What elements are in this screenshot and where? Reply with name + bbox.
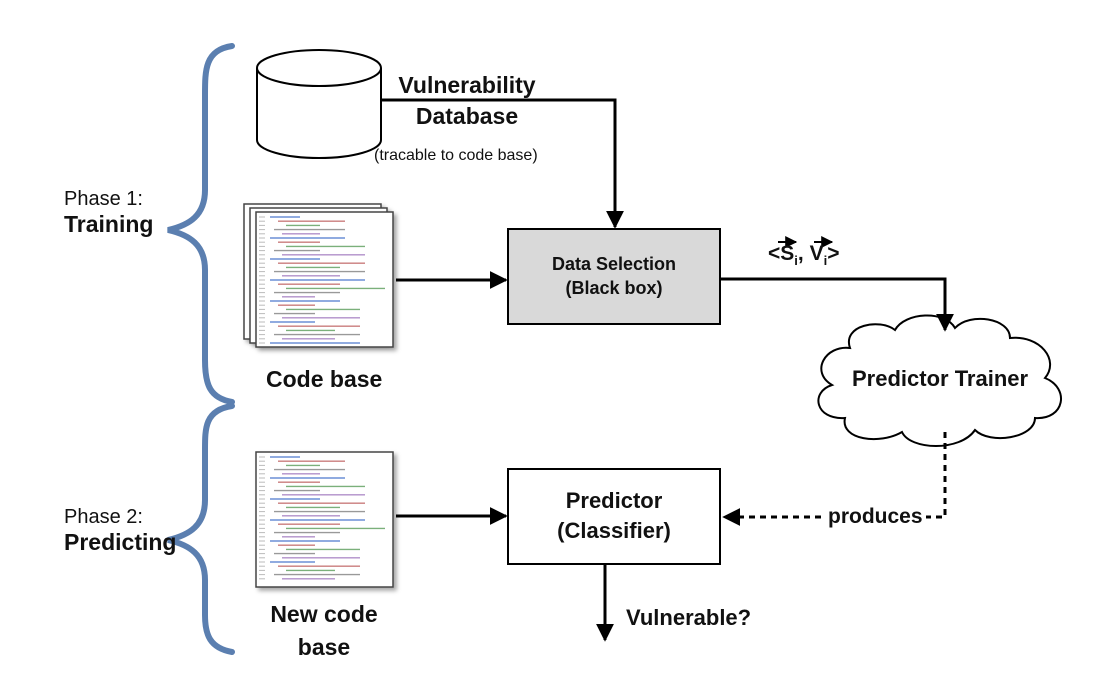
new-code-base-label: New code base [262,598,386,664]
new-code-base-document-icon [255,451,394,588]
database-cylinder-icon [256,49,382,159]
database-label: Vulnerability Database [392,72,542,130]
code-base-label: Code base [266,366,383,392]
phase1-label: Phase 1: Training [64,188,153,238]
new-code-base-label-line1: New code [270,601,378,627]
phase2-label-line2: Predicting [64,529,177,555]
database-label-line1: Vulnerability [398,72,536,98]
phase1-brace [167,43,235,405]
phase2-brace [167,403,235,655]
vector-label: <Si, Vi> [768,242,839,268]
selection-to-trainer-arrow [720,277,954,332]
phase2-label: Phase 2: Predicting [64,506,176,556]
predictor-text: Predictor (Classifier) [508,486,720,546]
vector-v-sub: i [823,253,828,269]
data-selection-line1: Data Selection [551,254,677,274]
predictor-line1: Predictor [565,488,663,513]
predictor-box [507,468,721,565]
vector-open: < [768,242,781,265]
phase1-label-line2: Training [64,211,154,237]
code-base-documents-icon [243,203,394,348]
vector-s: S [780,242,795,265]
trainer-produces-predictor-arrow [722,432,947,526]
new-code-base-label-line2: base [297,634,351,660]
phase1-label-line1: Phase 1: [64,188,143,210]
data-selection-text: Data Selection (Black box) [508,252,720,300]
data-selection-line2: (Black box) [565,278,663,298]
produces-label: produces [825,505,926,529]
data-selection-box [507,228,721,325]
vulnerable-output-label: Vulnerable? [626,605,752,630]
phase2-label-line1: Phase 2: [64,506,143,528]
vector-v: V [809,242,824,265]
vector-s-sub: i [794,253,798,269]
predictor-trainer-label: Predictor Trainer [852,366,1029,391]
vector-comma: , [797,242,810,265]
database-note: (tracable to code base) [374,147,538,164]
db-to-selection-arrow [381,98,624,229]
predictor-line2: (Classifier) [557,518,671,543]
vector-close: > [827,242,840,265]
database-label-line2: Database [415,103,519,129]
